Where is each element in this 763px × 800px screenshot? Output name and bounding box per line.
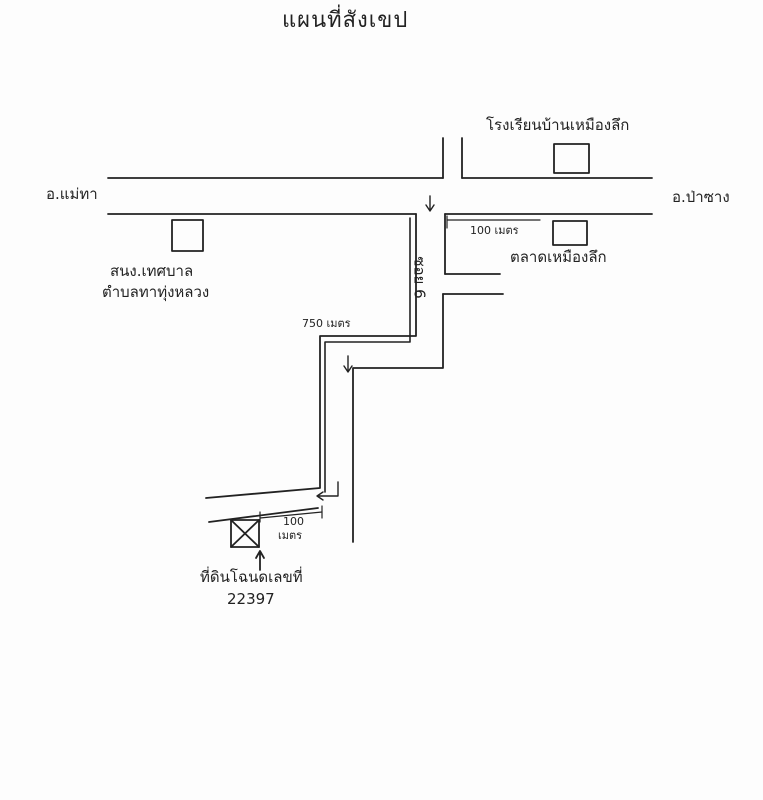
plot-distance-label-line1: 100 — [283, 515, 304, 528]
route-distance-label: 750 เมตร — [302, 317, 351, 330]
plot-distance-label-line2: เมตร — [278, 529, 303, 542]
side-road — [205, 213, 444, 543]
plot-label-line2: 22397 — [227, 590, 275, 608]
market-distance-label: 100 เมตร — [470, 224, 519, 237]
direction-arrows — [316, 195, 435, 501]
school-building — [553, 143, 590, 174]
north-road — [442, 137, 463, 179]
plot-label-line1: ที่ดินโฉนดเลขที่ — [200, 568, 303, 586]
office-label-line1: สนง.เทศบาล — [110, 262, 194, 280]
school-label: โรงเรียนบ้านเหมืองลึก — [486, 116, 630, 134]
land-plot — [230, 519, 265, 571]
market-lane — [442, 213, 504, 295]
market-label: ตลาดเหมืองลึก — [510, 248, 607, 266]
office-label-line2: ตำบลทาทุ่งหลวง — [102, 283, 210, 301]
route-line — [324, 217, 411, 493]
main-road — [107, 177, 653, 215]
map-title: แผนที่สังเขป — [282, 8, 409, 33]
office-building — [171, 219, 204, 252]
west-direction-label: อ.แม่ทา — [46, 185, 98, 203]
side-road-label: ซอย 6 — [410, 256, 429, 299]
distance-markers — [259, 215, 541, 523]
market-building — [552, 220, 588, 246]
east-direction-label: อ.ป่าซาง — [672, 188, 730, 206]
